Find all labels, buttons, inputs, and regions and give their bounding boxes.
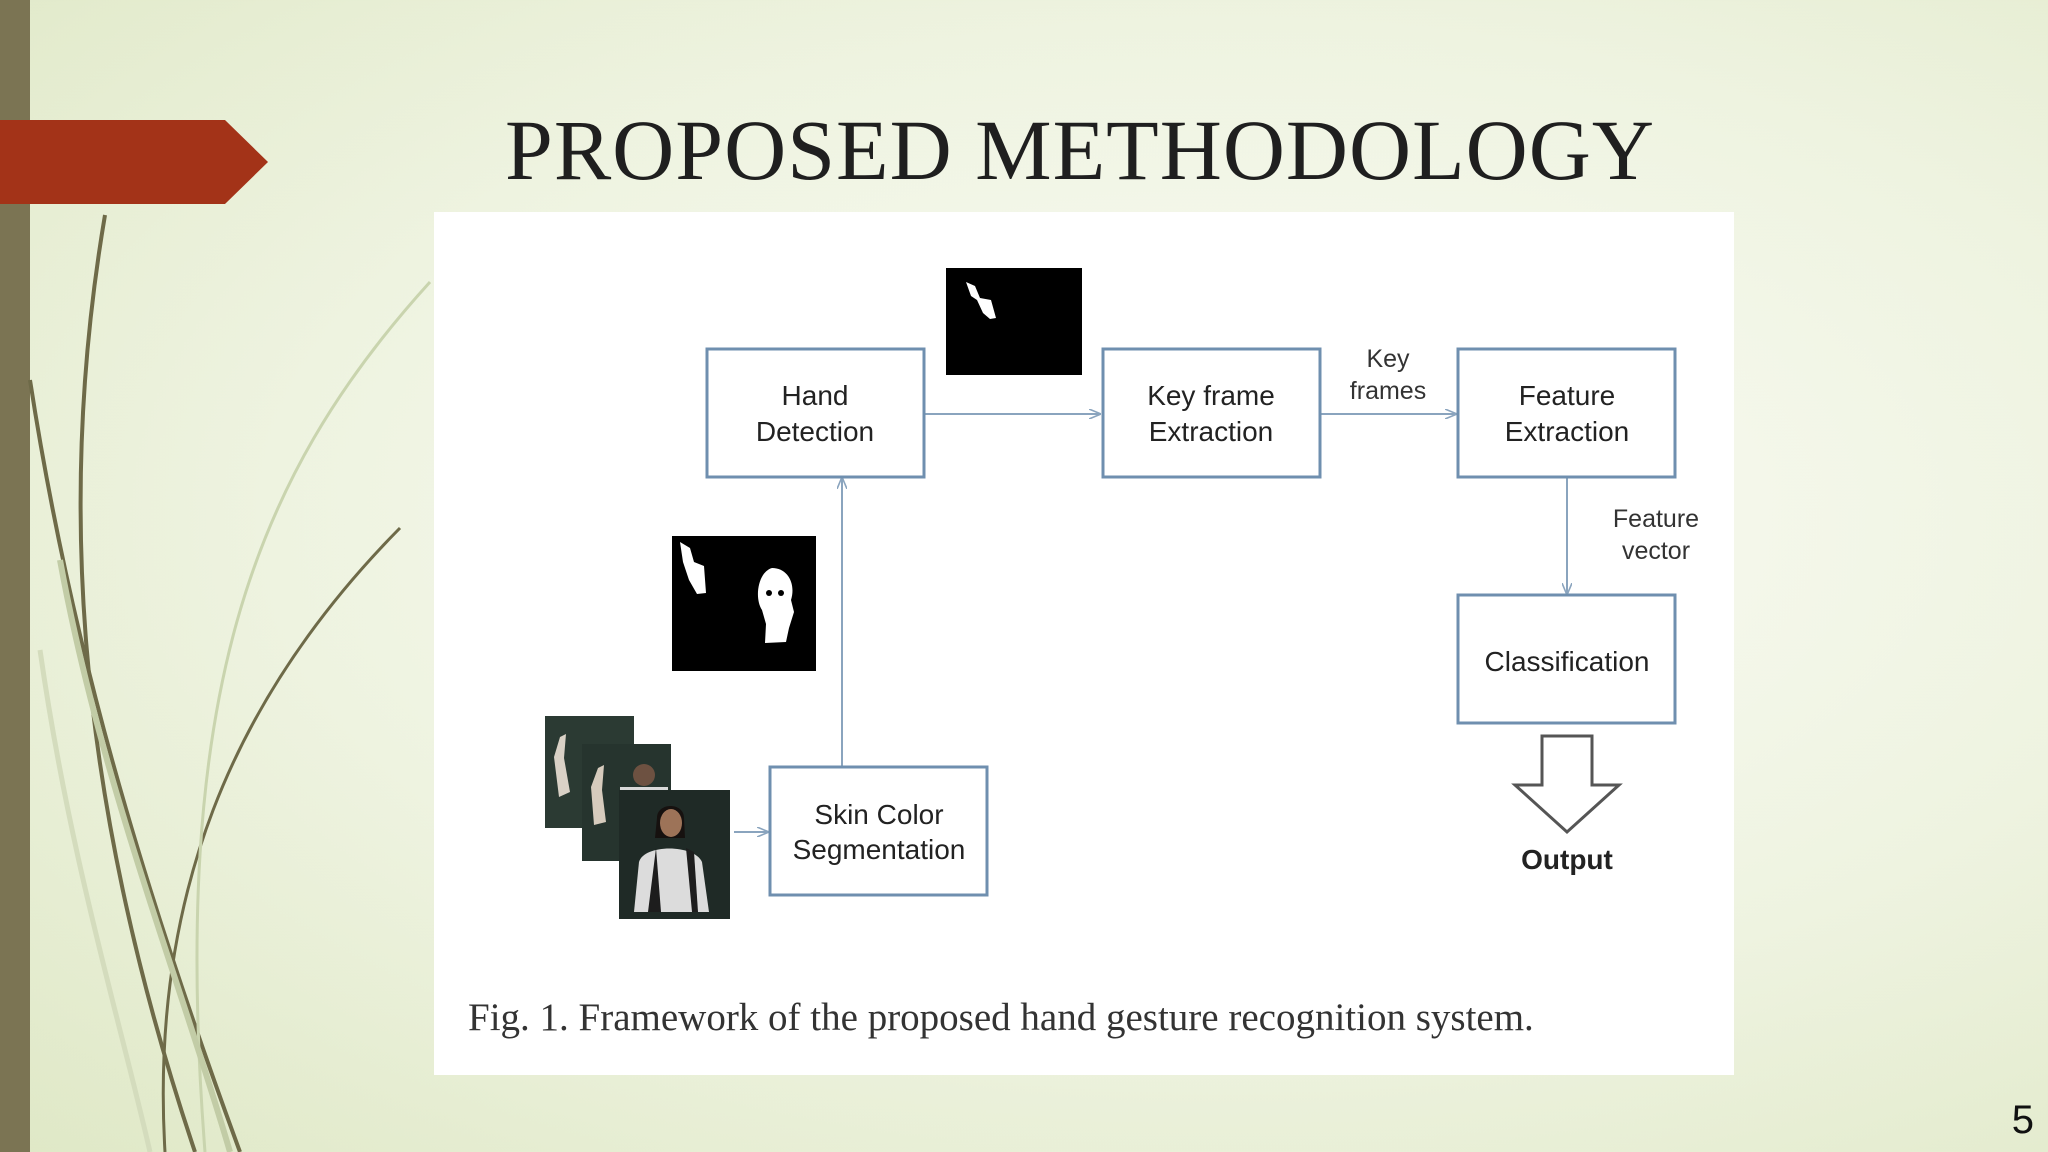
node-classification: Classification bbox=[1456, 593, 1677, 725]
edge-label-feature-vector: Feature bbox=[1613, 505, 1699, 533]
node-label: Extraction bbox=[1149, 416, 1274, 447]
figure-caption: Fig. 1. Framework of the proposed hand g… bbox=[468, 996, 1534, 1039]
hand-mask-thumbnail bbox=[946, 268, 1082, 375]
edge-label-key-frames: Key bbox=[1366, 345, 1410, 373]
node-label: Key frame bbox=[1147, 380, 1275, 411]
input-video-frames bbox=[545, 716, 730, 919]
node-feature-extraction: Feature Extraction bbox=[1456, 347, 1677, 479]
edge-label-key-frames: frames bbox=[1350, 377, 1426, 405]
node-label: Feature bbox=[1519, 380, 1616, 411]
figure-panel: Hand Detection Key frame Extraction Feat… bbox=[434, 212, 1734, 1075]
node-hand-detection: Hand Detection bbox=[705, 347, 926, 479]
flow-diagram: Hand Detection Key frame Extraction Feat… bbox=[545, 268, 1699, 919]
page-number: 5 bbox=[2011, 1098, 2034, 1142]
node-label: Detection bbox=[756, 416, 874, 447]
node-label: Classification bbox=[1485, 646, 1650, 677]
node-label: Skin Color bbox=[814, 799, 943, 830]
slide-title: PROPOSED METHODOLOGY bbox=[504, 102, 1655, 198]
output-arrow bbox=[1511, 734, 1623, 835]
skin-mask-thumbnail bbox=[672, 536, 816, 671]
output-label: Output bbox=[1521, 844, 1613, 875]
node-label: Extraction bbox=[1505, 416, 1630, 447]
edge-label-feature-vector: vector bbox=[1622, 537, 1690, 565]
node-key-frame-extraction: Key frame Extraction bbox=[1101, 347, 1322, 479]
node-label: Hand bbox=[782, 380, 849, 411]
node-label: Segmentation bbox=[793, 834, 966, 865]
node-skin-color-segmentation: Skin Color Segmentation bbox=[768, 765, 989, 897]
